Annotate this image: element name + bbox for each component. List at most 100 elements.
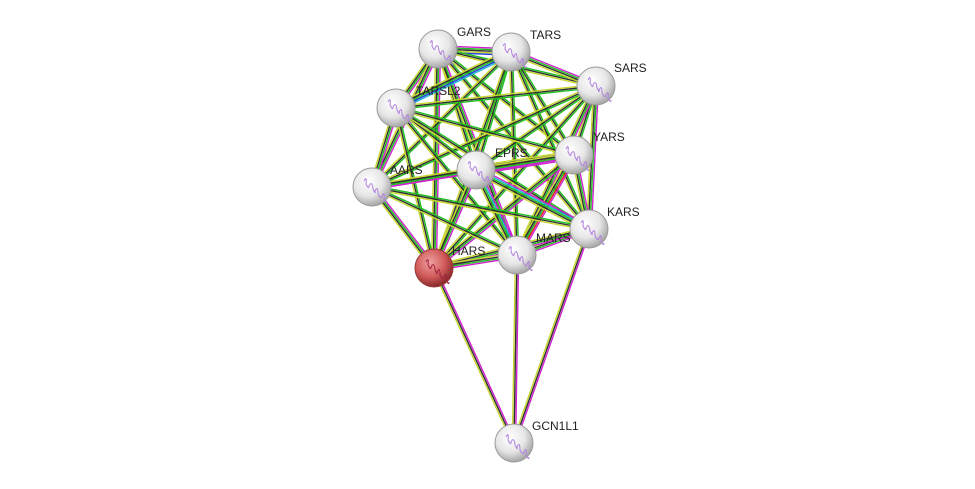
evidence-line-neighborhood (476, 86, 598, 172)
evidence-line-neighborhood (511, 50, 576, 155)
evidence-line-textmining (395, 108, 574, 158)
node-sphere[interactable] (576, 66, 616, 106)
node-label: EPRS (495, 146, 528, 160)
evidence-line-neighborhood (434, 86, 598, 270)
protein-structure-icon (429, 40, 454, 66)
evidence-line-experiments (514, 229, 592, 444)
evidence-line-textmining (474, 172, 588, 233)
node-eprs[interactable]: EPRS (456, 146, 528, 190)
evidence-line-experiments (477, 166, 591, 227)
evidence-line-textmining (371, 187, 517, 258)
protein-structure-icon (387, 99, 412, 125)
evidence-line-neighborhood (396, 107, 437, 268)
edge-eprs-kars[interactable] (474, 166, 591, 233)
node-hars[interactable]: HARS (414, 244, 485, 288)
evidence-line-experiments (590, 86, 600, 230)
evidence-line-textmining (474, 84, 596, 170)
protein-structure-icon (467, 161, 492, 187)
node-label: YARS (593, 130, 625, 144)
evidence-line-experiments (434, 267, 517, 443)
node-sphere[interactable] (414, 248, 454, 288)
node-sphere[interactable] (352, 167, 392, 207)
edge-tarsl2-mars[interactable] (394, 106, 519, 257)
edge-aars-kars[interactable] (371, 184, 590, 232)
node-label: SARS (614, 61, 647, 75)
evidence-line-textmining (431, 268, 514, 444)
evidence-line-coexpression (371, 186, 518, 256)
evidence-line-textmining (394, 48, 510, 106)
node-yars[interactable]: YARS (554, 130, 625, 175)
node-sars[interactable]: SARS (576, 61, 647, 106)
evidence-line-coexpression (395, 85, 597, 109)
node-label: GCN1L1 (532, 419, 579, 433)
evidence-line-coexpression (510, 51, 518, 256)
edge-tarsl2-hars[interactable] (393, 107, 437, 269)
protein-structure-icon (565, 146, 590, 172)
evidence-line-database (476, 167, 591, 229)
node-sphere[interactable] (418, 29, 458, 69)
evidence-line-textmining (393, 108, 434, 269)
node-sphere[interactable] (497, 235, 537, 275)
node-aars[interactable]: AARS (352, 163, 423, 207)
node-sphere[interactable] (569, 209, 609, 249)
evidence-line-neighborhood (511, 51, 592, 229)
node-sphere[interactable] (491, 32, 531, 72)
evidence-line-coexpression (513, 254, 518, 444)
edge-sars-hars[interactable] (432, 84, 598, 270)
node-label: HARS (452, 244, 485, 258)
node-sphere[interactable] (554, 135, 594, 175)
protein-structure-icon (425, 259, 450, 285)
node-label: MARS (536, 231, 571, 245)
evidence-line-textmining (511, 228, 589, 443)
evidence-line-neighborhood (475, 169, 590, 230)
evidence-line-coexpression (395, 107, 435, 269)
evidence-line-coexpression (437, 48, 575, 156)
evidence-line-neighborhood (372, 184, 518, 255)
node-sphere[interactable] (456, 150, 496, 190)
protein-structure-icon (587, 77, 612, 103)
edge-sars-eprs[interactable] (474, 84, 598, 172)
edge-hars-gcn1l1[interactable] (431, 267, 517, 444)
edge-mars-gcn1l1[interactable] (511, 254, 520, 444)
node-tars[interactable]: TARS (491, 28, 561, 72)
node-label: TARS (530, 28, 561, 42)
evidence-line-coexpression (395, 107, 575, 156)
edge-sars-tarsl2[interactable] (395, 83, 597, 111)
edge-aars-mars[interactable] (371, 184, 518, 258)
evidence-line-neighborhood (396, 106, 519, 255)
node-sphere[interactable] (376, 88, 416, 128)
edge-tarsl2-yars[interactable] (395, 105, 575, 158)
evidence-line-coexpression (433, 85, 597, 269)
node-label: GARS (457, 25, 491, 39)
node-label: AARS (390, 163, 423, 177)
evidence-line-neighborhood (511, 51, 520, 255)
edge-tars-tarsl2[interactable] (394, 48, 513, 112)
node-gcn1l1[interactable]: GCN1L1 (494, 419, 579, 463)
edge-tars-mars[interactable] (508, 51, 520, 256)
evidence-line-neighborhood (476, 52, 514, 171)
node-kars[interactable]: KARS (569, 205, 640, 249)
node-tarsl2[interactable]: TARSL2 (376, 84, 461, 128)
evidence-line-coexpression (394, 49, 511, 108)
evidence-line-coexpression (513, 228, 590, 444)
evidence-line-textmining (395, 83, 596, 108)
edge-kars-gcn1l1[interactable] (511, 228, 592, 444)
protein-structure-icon (508, 246, 533, 272)
evidence-line-textmining (371, 187, 589, 232)
evidence-line-neighborhood (395, 51, 512, 109)
evidence-line-textmining (508, 52, 517, 256)
evidence-line-neighborhood (396, 105, 575, 155)
evidence-line-neighborhood (396, 86, 597, 111)
evidence-line-coexpression (475, 85, 597, 171)
node-mars[interactable]: MARS (497, 231, 571, 275)
evidence-line-textmining (394, 108, 517, 257)
node-gars[interactable]: GARS (418, 25, 491, 69)
evidence-line-coexpression (395, 107, 518, 256)
node-sphere[interactable] (494, 423, 534, 463)
protein-structure-icon (505, 434, 530, 460)
evidence-line-neighborhood (372, 184, 590, 229)
evidence-line-coexpression (474, 170, 589, 232)
evidence-line-textmining (432, 84, 596, 268)
